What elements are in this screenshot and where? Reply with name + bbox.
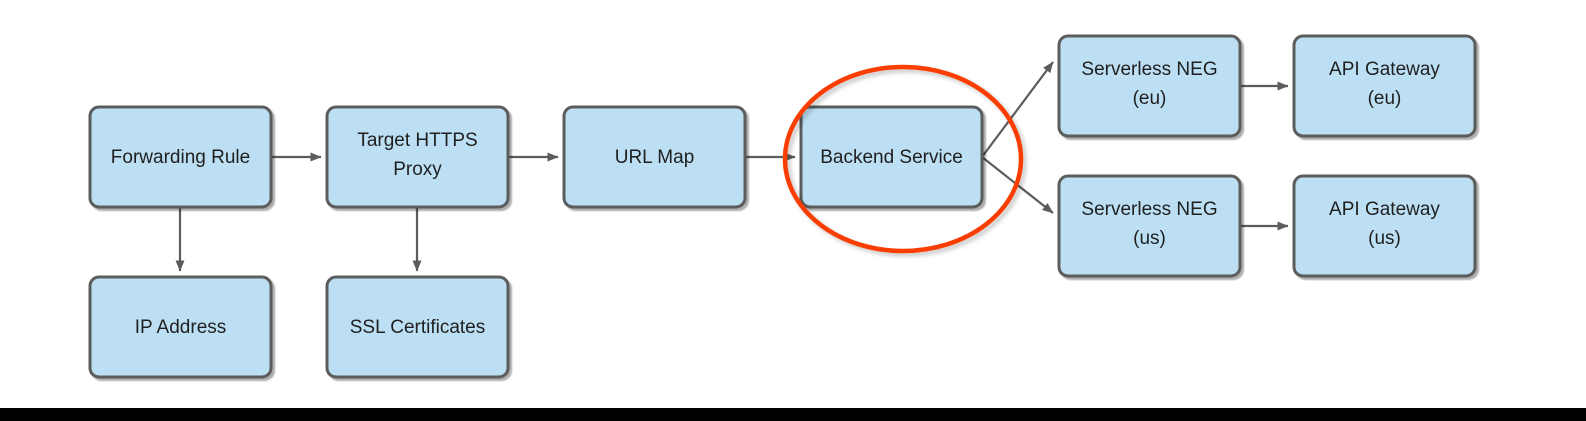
annotation-layer (782, 64, 1024, 254)
node-serverless-neg-us-box[interactable] (1057, 174, 1242, 278)
node-ip-address-box[interactable] (88, 275, 273, 379)
node-url-map-label: URL Map (615, 147, 695, 168)
node-forwarding-rule-box[interactable] (88, 105, 273, 209)
backend-service-highlight-ellipse-icon (782, 64, 1024, 254)
node-api-gateway-us-label-line2: (us) (1368, 228, 1401, 249)
edge-backend-service-to-serverless-neg-eu (981, 61, 1054, 158)
node-serverless-neg-us-label-line2: (us) (1133, 228, 1166, 249)
node-api-gateway-eu-label-line1: API Gateway (1329, 59, 1440, 80)
node-api-gateway-eu[interactable]: API Gateway (eu) (1292, 34, 1477, 138)
node-serverless-neg-us[interactable]: Serverless NEG (us) (1057, 174, 1242, 278)
node-forwarding-rule[interactable]: Forwarding Rule (88, 105, 273, 209)
node-serverless-neg-eu-box[interactable] (1057, 34, 1242, 138)
node-url-map-box[interactable] (562, 105, 747, 209)
node-target-https-proxy-label-line1: Target HTTPS (357, 130, 477, 151)
node-ssl-certificates-box[interactable] (325, 275, 510, 379)
node-ip-address[interactable]: IP Address (88, 275, 273, 379)
node-layer: Forwarding Rule Target HTTPS Proxy URL M… (88, 34, 1477, 379)
node-serverless-neg-eu-label-line2: (eu) (1133, 88, 1167, 109)
node-api-gateway-eu-box[interactable] (1292, 34, 1477, 138)
node-api-gateway-us-box[interactable] (1292, 174, 1477, 278)
node-serverless-neg-eu-label-line1: Serverless NEG (1081, 59, 1217, 80)
node-url-map[interactable]: URL Map (562, 105, 747, 209)
node-backend-service-box[interactable] (799, 105, 984, 209)
node-target-https-proxy-box[interactable] (325, 105, 510, 209)
node-api-gateway-eu-label-line2: (eu) (1368, 88, 1402, 109)
node-ip-address-label: IP Address (135, 317, 227, 338)
node-forwarding-rule-label: Forwarding Rule (111, 147, 250, 168)
node-ssl-certificates[interactable]: SSL Certificates (325, 275, 510, 379)
node-target-https-proxy-label-line2: Proxy (393, 159, 442, 180)
node-target-https-proxy[interactable]: Target HTTPS Proxy (325, 105, 510, 209)
node-api-gateway-us-label-line1: API Gateway (1329, 199, 1440, 220)
node-backend-service-label: Backend Service (820, 147, 963, 168)
node-serverless-neg-us-label-line1: Serverless NEG (1081, 199, 1217, 220)
node-serverless-neg-eu[interactable]: Serverless NEG (eu) (1057, 34, 1242, 138)
node-backend-service[interactable]: Backend Service (799, 105, 984, 209)
node-ssl-certificates-label: SSL Certificates (350, 317, 486, 338)
node-api-gateway-us[interactable]: API Gateway (us) (1292, 174, 1477, 278)
bottom-bar (0, 408, 1586, 421)
